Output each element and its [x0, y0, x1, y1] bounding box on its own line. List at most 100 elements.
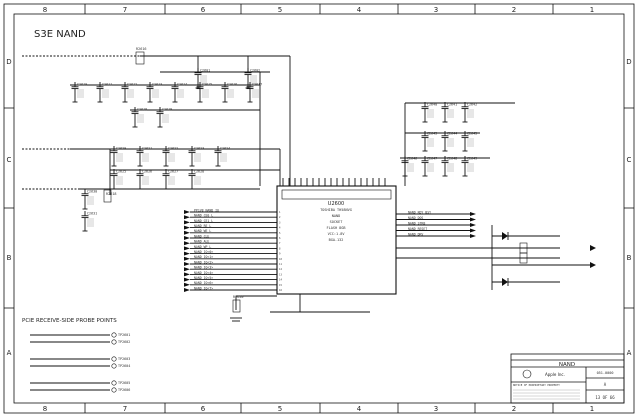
capacitor-value-block [116, 176, 123, 185]
offpage-arrow [184, 277, 190, 282]
col-label-top: 3 [434, 6, 438, 14]
offpage-arrow [184, 210, 190, 214]
capacitor-refdes: C2647 [427, 157, 437, 161]
capacitor: C2620 [110, 146, 126, 167]
net-label-left: PP1V8_NAND_IO [194, 208, 219, 212]
offpage-arrow [184, 256, 190, 261]
capacitor-refdes: C2648 [447, 157, 457, 161]
test-point-icon [111, 332, 117, 338]
net-label-left: NAND_IO<3> [194, 266, 213, 270]
capacitor-refdes: C2601 [200, 69, 210, 73]
offpage-arrow [184, 246, 190, 251]
pin-number: 8 [279, 247, 281, 250]
right-power-rails [400, 102, 515, 186]
page-title: S3E NAND [34, 29, 86, 40]
row-label-right: C [627, 156, 632, 164]
capacitor: C2625 [110, 169, 126, 190]
capacitor-value-block [447, 109, 454, 118]
nand-ic-u2600: U2600 TOSHIBA TH58NVG NAND SOCKET FLASH … [276, 185, 397, 295]
col-label-bottom: 7 [123, 405, 127, 413]
capacitor: C2644 [441, 131, 457, 152]
probe-refdes: TP2605 [118, 381, 130, 385]
capacitor-value-block [87, 196, 94, 205]
col-label-bottom: 6 [201, 405, 206, 413]
ic-line: VCC:1.8V [328, 232, 346, 236]
row-labels: D C B A D C B A [6, 58, 631, 357]
capacitor: C2628 [188, 169, 204, 190]
revision: A [604, 382, 607, 387]
pin-number: 2 [279, 216, 281, 219]
capacitor-value-block [168, 153, 175, 162]
net-label-left: NAND_IO<4> [194, 271, 213, 275]
capacitor: C2630 [81, 189, 97, 210]
capacitor-refdes: C2623 [194, 147, 204, 151]
resistor-symbol [135, 51, 145, 65]
capacitor-value-block [177, 89, 184, 98]
row-label-right: D [626, 58, 631, 66]
capacitor-refdes: C2615 [202, 83, 212, 87]
capacitor-value-block [220, 153, 227, 162]
capacitor: C2610 [71, 82, 87, 103]
capacitor-refdes: C2620 [116, 147, 126, 151]
probe-refdes: TP2602 [118, 340, 130, 344]
capacitor: C2646 [401, 156, 417, 177]
test-point-icon [111, 356, 117, 362]
capacitor: C2642 [461, 102, 477, 123]
ic-part: TOSHIBA TH58NVG [320, 208, 352, 212]
ic-line: BGA-132 [329, 238, 344, 242]
offpage-arrow [184, 220, 190, 225]
lower-left-power: R2618 [22, 188, 260, 203]
test-point-icon [111, 387, 117, 393]
capacitor: C2613 [146, 82, 162, 103]
capacitor: C2618 [131, 107, 147, 128]
pin-number: 5 [279, 232, 281, 235]
pin-number: 4 [279, 227, 281, 230]
capacitor-refdes: C2641 [447, 103, 457, 107]
capacitor-refdes: C2613 [152, 83, 162, 87]
offpage-arrow [184, 288, 190, 292]
col-label-top: 4 [357, 6, 362, 14]
capacitor-value-block [116, 153, 123, 162]
col-label-top: 7 [123, 6, 127, 14]
capacitor-refdes: C2621 [142, 147, 152, 151]
capacitor-value-block [137, 114, 144, 123]
capacitor-refdes: C2631 [87, 212, 97, 216]
capacitor-refdes: C2645 [467, 132, 477, 136]
capacitor-value-block [200, 75, 207, 84]
capacitor-refdes: C2612 [127, 83, 137, 87]
ic-pins-layer: PP1V8_NAND_IO1NAND_CE0_L2NAND_CE1_L3NAND… [184, 178, 476, 292]
capacitor: C2623 [188, 146, 204, 167]
resistor-symbol [519, 252, 528, 264]
net-label-left: NAND_CLE [194, 234, 209, 238]
net-label-left: NAND_IO<2> [194, 260, 213, 264]
probe-refdes: TP2604 [118, 364, 130, 368]
offpage-arrow [184, 215, 190, 220]
net-label-left: NAND_IO<0> [194, 250, 213, 254]
probe-refdes: TP2601 [118, 333, 130, 337]
offpage-arrow [184, 230, 190, 235]
capacitor-value-block [427, 138, 434, 147]
capacitor-value-block [168, 176, 175, 185]
offpage-arrow [184, 236, 190, 240]
col-label-bottom: 8 [43, 405, 47, 413]
row-label-right: B [627, 254, 632, 262]
capacitor-value-block [162, 114, 169, 123]
offpage-arrow [184, 241, 190, 246]
net-label-left: NAND_IO<6> [194, 281, 213, 285]
net-label-left: NAND_CE0_L [194, 214, 213, 218]
net-label-left: NAND_CE1_L [194, 219, 213, 223]
capacitor: C2647 [421, 156, 437, 177]
col-label-bottom: 2 [512, 405, 516, 413]
capacitor-refdes: C2610 [77, 83, 87, 87]
offpage-arrow [184, 282, 190, 287]
capacitor-refdes: C2626 [142, 170, 152, 174]
capacitor: C2601 [194, 68, 210, 89]
capacitor-value-block [467, 163, 474, 172]
capacitor-refdes: C2625 [116, 170, 126, 174]
notice-text: NOTICE OF PROPRIETARY PROPERTY [513, 383, 560, 387]
capacitor-value-block [227, 89, 234, 98]
capacitor: C2648 [441, 156, 457, 177]
